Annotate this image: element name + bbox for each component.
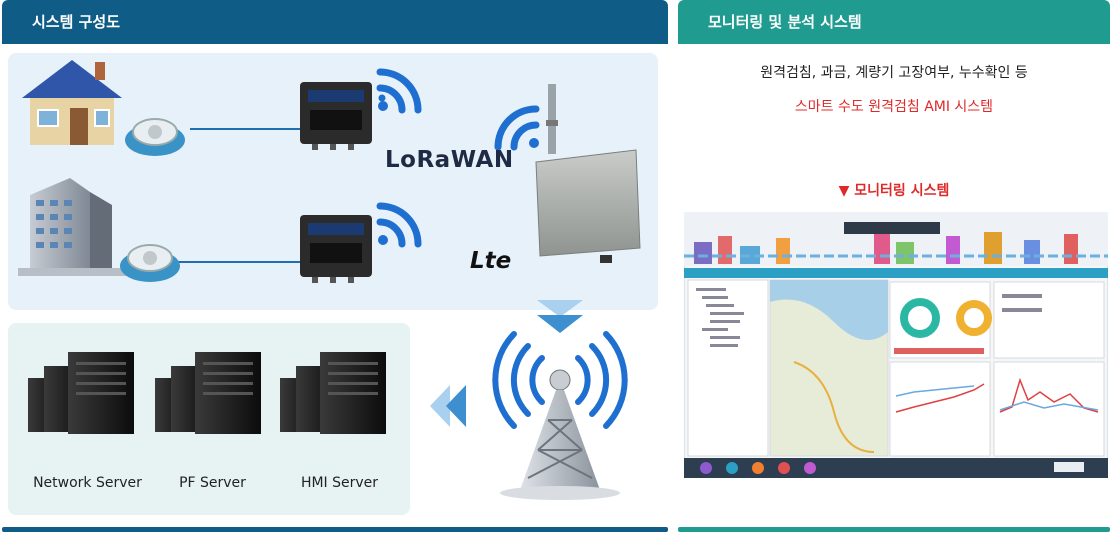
right-footer-bar <box>678 527 1110 532</box>
monitoring-dashboard-thumbnail <box>684 212 1108 478</box>
ami-system-title: 스마트 수도 원격검침 AMI 시스템 <box>794 99 994 115</box>
lora-node-icon <box>300 215 372 283</box>
system-diagram-title: 시스템 구성도 <box>32 13 121 31</box>
wireless-signal-icon <box>494 105 540 151</box>
lorawan-label: LoRaWAN <box>385 147 514 173</box>
lora-gateway-icon <box>535 84 641 263</box>
server-label: HMI Server <box>300 475 379 491</box>
server-label: PF Server <box>179 475 246 491</box>
water-meter-icon <box>120 244 180 282</box>
system-diagram-artwork <box>18 60 641 500</box>
monitoring-system-title: ▼ 모니터링 시스템 <box>838 183 950 199</box>
house-icon <box>22 60 122 145</box>
hmi-server-icon <box>280 352 386 434</box>
down-arrow-icon <box>537 300 583 333</box>
monitoring-features-text: 원격검침, 과금, 계량기 고장여부, 누수확인 등 <box>760 65 1028 81</box>
wireless-signal-icon <box>376 68 422 114</box>
monitoring-system-title: 모니터링 및 분석 시스템 <box>708 13 862 31</box>
left-arrow-icon <box>430 385 466 427</box>
lte-label: Lte <box>470 248 512 274</box>
water-meter-icon <box>125 118 185 156</box>
cell-tower-icon <box>492 331 628 500</box>
header-tab <box>844 222 940 234</box>
wireless-signal-icon <box>376 202 422 248</box>
system-diagram-header: 시스템 구성도 <box>2 0 668 44</box>
monitoring-system-header: 모니터링 및 분석 시스템 <box>678 0 1110 44</box>
server-label: Network Server <box>33 475 142 491</box>
pf-server-icon <box>155 352 261 434</box>
left-footer-bar <box>2 527 668 532</box>
office-building-icon <box>18 178 128 276</box>
lora-node-icon <box>300 82 372 150</box>
network-server-icon <box>28 352 134 434</box>
